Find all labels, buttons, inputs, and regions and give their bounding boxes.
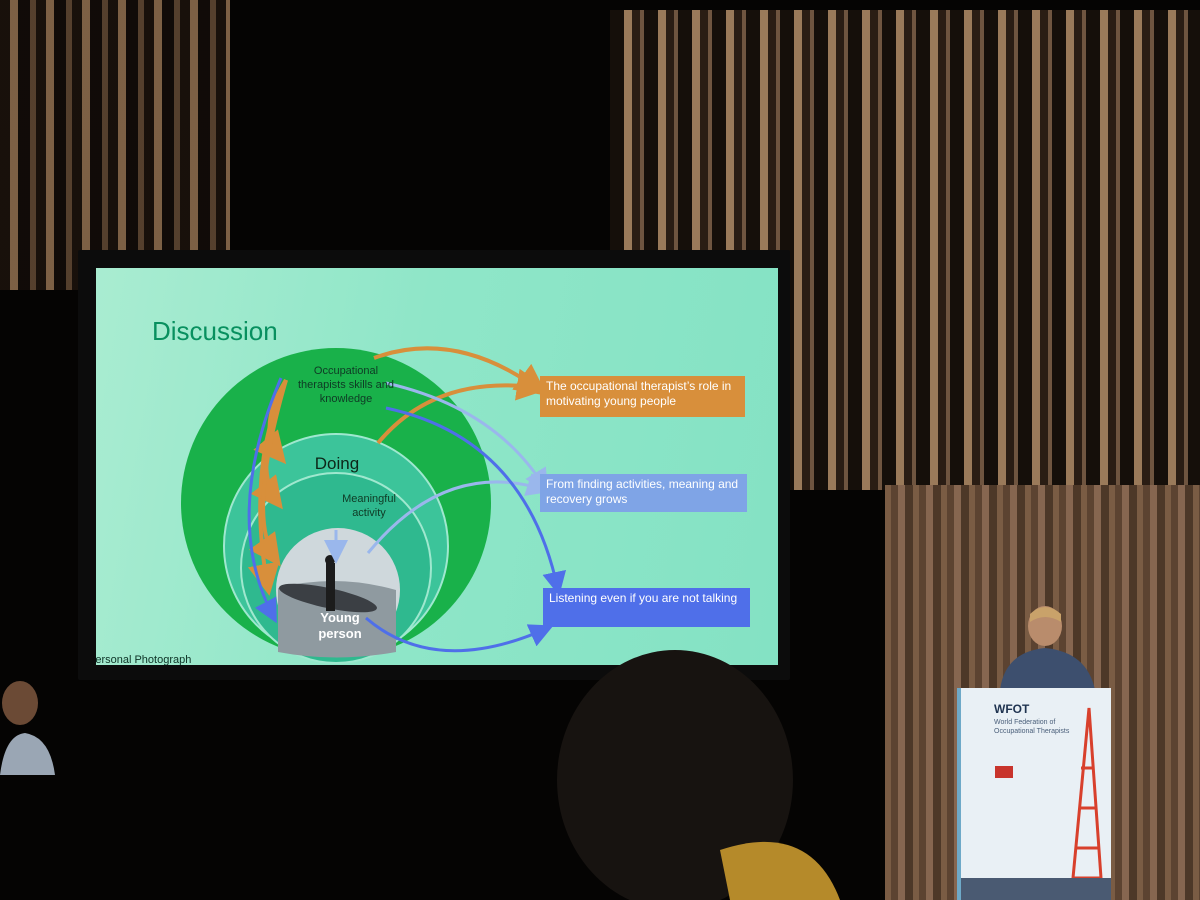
- wfot-podium: WFOT World Federation of Occupational Th…: [957, 688, 1111, 900]
- therapist-role-box: The occupational therapist’s role in mot…: [540, 376, 745, 417]
- finding-activities-box: From finding activities, meaning and rec…: [540, 474, 747, 512]
- wfot-logo-text: WFOT: [994, 702, 1030, 716]
- outer-circle-label: Occupational therapists skills and knowl…: [298, 365, 394, 405]
- audience-member-left: [0, 681, 55, 775]
- wooden-wall-left: [0, 0, 230, 290]
- audience-member-head: [557, 650, 840, 900]
- doing-label: Doing: [314, 454, 360, 473]
- slide-title: Discussion: [152, 316, 278, 346]
- wfot-subtitle: World Federation of Occupational Therapi…: [994, 719, 1070, 735]
- young-person-label: Young person: [318, 610, 362, 641]
- speaker-silhouette: [1000, 606, 1095, 690]
- photo-caption: Personal Photograph: [96, 654, 192, 665]
- listening-box: Listening even if you are not talking: [543, 588, 750, 627]
- presentation-slide: Discussion Occupational therapists skill…: [96, 268, 778, 665]
- eiffel-tower-graphic: [961, 707, 1111, 900]
- meaningful-activity-label: Meaningful activity: [342, 493, 396, 519]
- concentric-circles-diagram: [181, 346, 567, 664]
